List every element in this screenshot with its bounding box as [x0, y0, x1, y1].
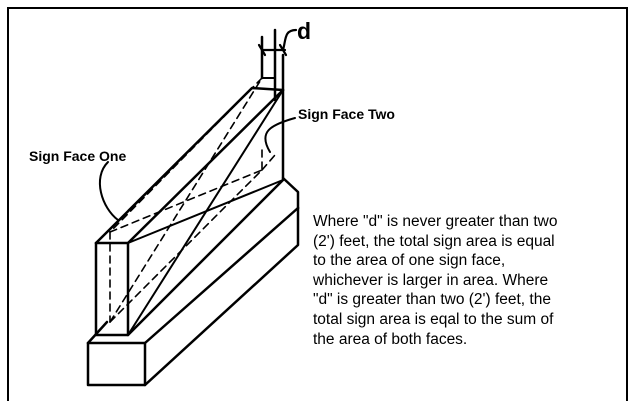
sign-face-two-label: Sign Face Two	[298, 106, 395, 122]
explanation-line: whichever is larger in area. Where	[313, 271, 549, 289]
sign-base	[86, 176, 300, 387]
explanation-line: Where "d" is never greater than two	[313, 213, 558, 230]
sign-face-one	[94, 86, 285, 337]
explanation-line: total sign area is eqal to the sum of	[313, 310, 554, 328]
diagram-border	[7, 7, 628, 401]
face-one-leader-line	[98, 161, 119, 221]
explanation-line: the area of both faces.	[313, 330, 468, 348]
face-two-leader-line	[264, 117, 296, 153]
explanation-text: Where "d" is never greater than two (2')…	[313, 212, 631, 349]
explanation-line: (2') feet, the total sign area is equal	[313, 232, 555, 250]
explanation-line: to the area of one sign face,	[313, 252, 506, 270]
dimension-d-marker	[257, 28, 298, 57]
explanation-line: "d" is greater than two (2') feet, the	[313, 291, 551, 309]
sign-face-two	[109, 28, 285, 323]
dimension-d-label: d	[297, 18, 312, 44]
sign-face-one-label: Sign Face One	[29, 148, 127, 164]
